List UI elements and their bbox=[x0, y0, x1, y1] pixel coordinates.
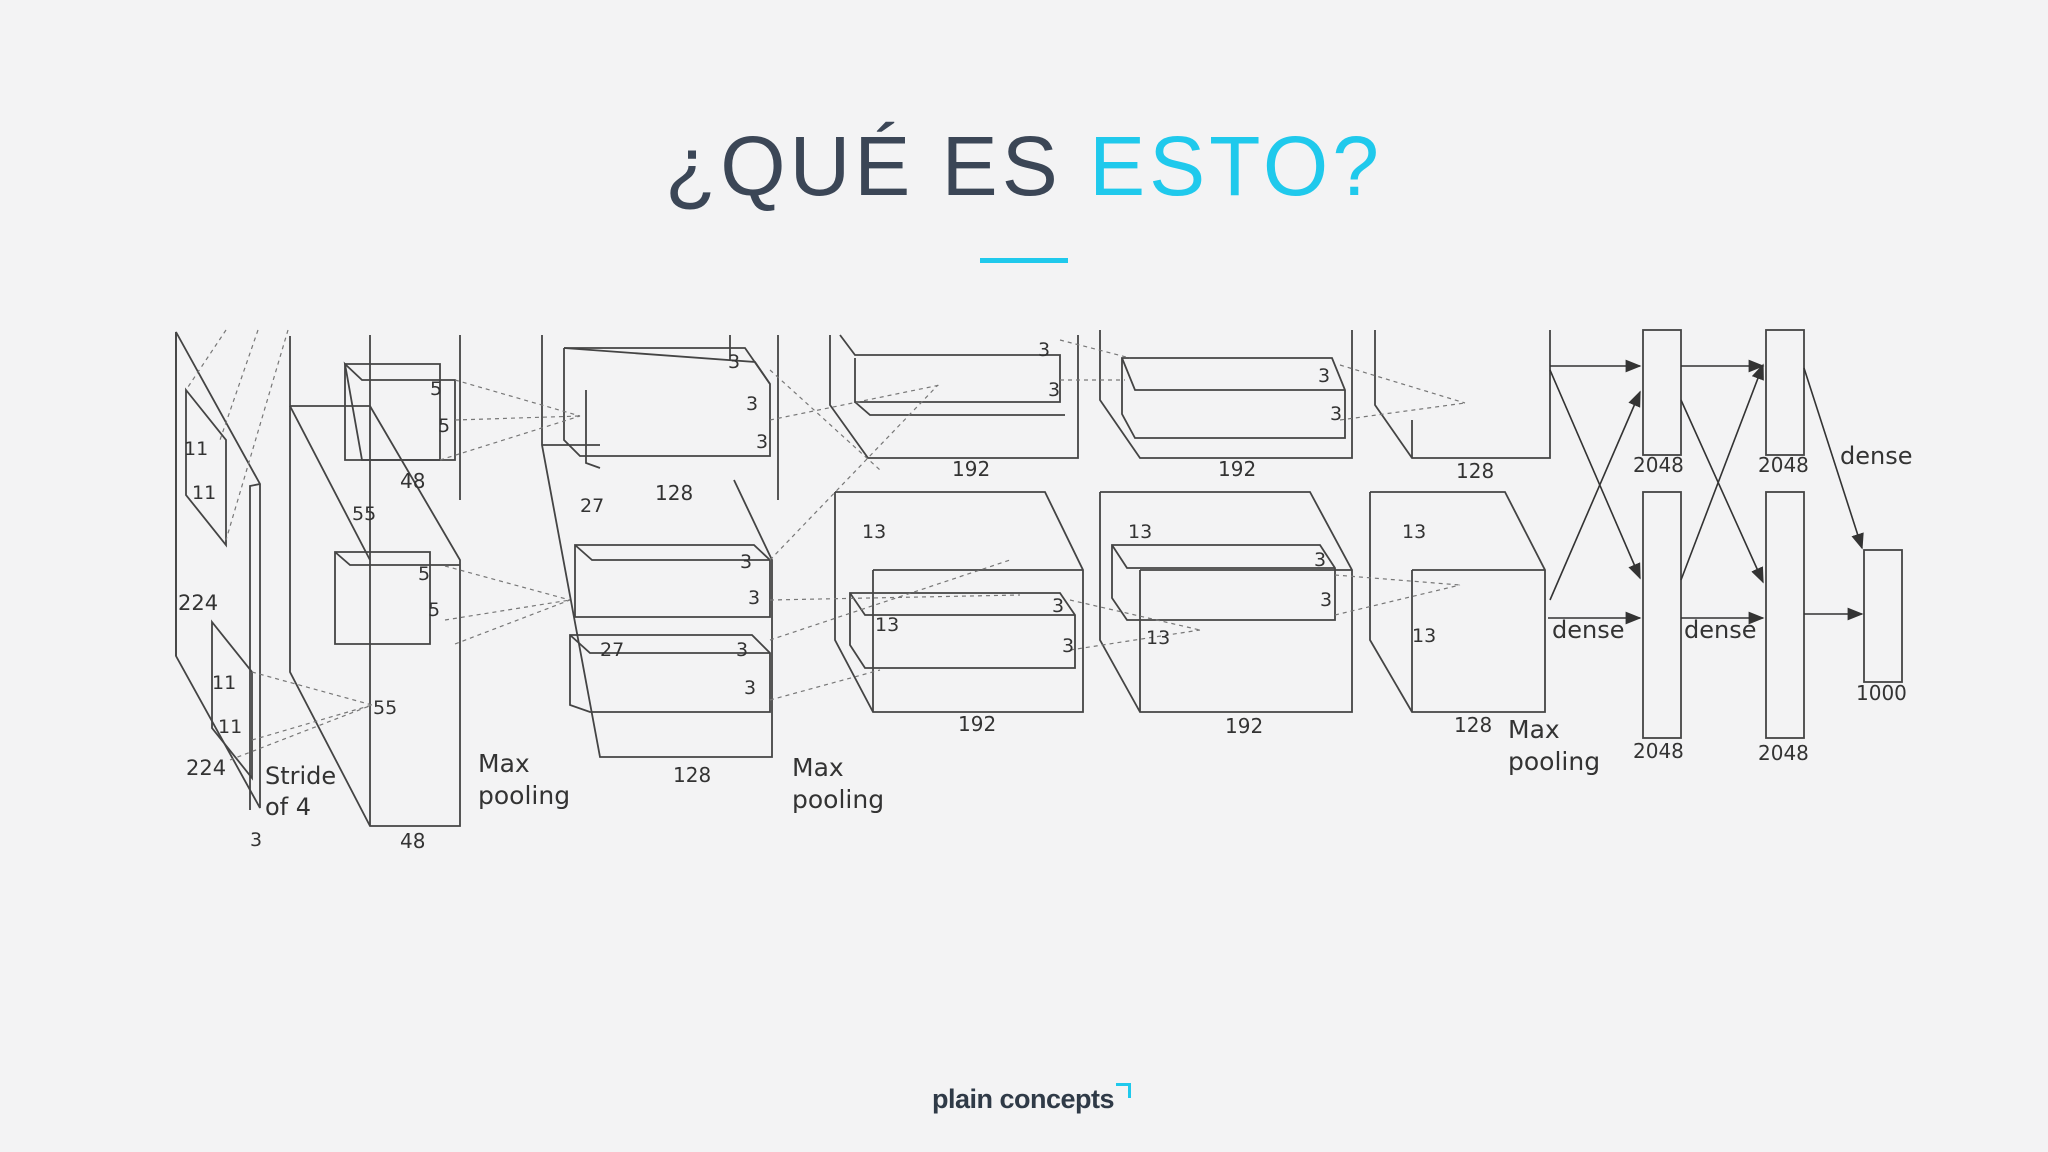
kernel-label: 3 bbox=[756, 431, 768, 453]
kernel-label: 11 bbox=[218, 716, 242, 738]
kernel-label: 3 bbox=[1052, 595, 1064, 617]
brand-logo: plain concepts bbox=[932, 1083, 1132, 1115]
stride-label-2: of 4 bbox=[265, 793, 311, 821]
input-volume bbox=[175, 331, 261, 810]
conv4-side-top: 13 bbox=[1128, 521, 1152, 543]
dense-arrows bbox=[1548, 359, 1864, 625]
dense-label: dense bbox=[1840, 442, 1912, 470]
kernel-label: 5 bbox=[430, 378, 442, 400]
input-size-label-2: 224 bbox=[186, 756, 226, 780]
conv1-depth-top: 48 bbox=[400, 469, 425, 493]
conv4-depth-top: 192 bbox=[1218, 457, 1256, 481]
kernel-label: 5 bbox=[418, 563, 430, 585]
conv2-volume bbox=[541, 335, 779, 758]
conv1-side-label-2: 55 bbox=[373, 697, 397, 719]
kernel-label: 3 bbox=[1314, 549, 1326, 571]
title-underline bbox=[980, 258, 1068, 263]
dense-label: dense bbox=[1552, 616, 1624, 644]
title-part-2-highlight: ESTO? bbox=[1089, 119, 1383, 213]
conv5-volume bbox=[1369, 330, 1551, 713]
fc1-bottom-label: 2048 bbox=[1633, 739, 1684, 763]
conv2-side-label: 27 bbox=[580, 495, 604, 517]
fc2-top-label: 2048 bbox=[1758, 453, 1809, 477]
conv3-volume bbox=[829, 334, 1084, 713]
conv5-depth-top: 128 bbox=[1456, 459, 1494, 483]
kernel-label: 3 bbox=[728, 351, 740, 373]
conv1-volume bbox=[289, 335, 461, 827]
conv2-depth-top: 128 bbox=[655, 481, 693, 505]
kernel-label: 5 bbox=[438, 415, 450, 437]
kernel-label: 3 bbox=[746, 393, 758, 415]
conv3-side-mid: 13 bbox=[875, 614, 899, 636]
conv3-depth-bottom: 192 bbox=[958, 712, 996, 736]
pool1-label: Max bbox=[478, 749, 530, 778]
conv4-depth-bottom: 192 bbox=[1225, 714, 1263, 738]
fc1-top-label: 2048 bbox=[1633, 453, 1684, 477]
dense-label: dense bbox=[1684, 616, 1756, 644]
conv3-depth-top: 192 bbox=[952, 457, 990, 481]
kernel-label: 3 bbox=[1330, 403, 1342, 425]
pool2-label-2: pooling bbox=[792, 785, 884, 814]
pool2-label: Max bbox=[792, 753, 844, 782]
conv5-side-mid: 13 bbox=[1412, 625, 1436, 647]
kernel-label: 3 bbox=[1320, 589, 1332, 611]
kernel-label: 3 bbox=[736, 639, 748, 661]
slide-title: ¿QUÉ ES ESTO? bbox=[0, 118, 2048, 215]
kernel-label: 3 bbox=[1062, 635, 1074, 657]
conv2-side-label-2: 27 bbox=[600, 639, 624, 661]
conv5-depth-bottom: 128 bbox=[1454, 713, 1492, 737]
conv3-side-top: 13 bbox=[862, 521, 886, 543]
kernel-label: 11 bbox=[212, 672, 236, 694]
conv4-side-mid: 13 bbox=[1146, 627, 1170, 649]
fc2-bottom-label: 2048 bbox=[1758, 741, 1809, 765]
conv2-depth-bottom: 128 bbox=[673, 763, 711, 787]
pool3-label: Max bbox=[1508, 715, 1560, 744]
pool1-label-2: pooling bbox=[478, 781, 570, 810]
conv1-depth-bottom: 48 bbox=[400, 829, 425, 853]
input-size-label: 224 bbox=[178, 591, 218, 615]
kernel-label: 3 bbox=[744, 677, 756, 699]
kernel-label: 3 bbox=[1048, 379, 1060, 401]
kernel-label: 5 bbox=[428, 599, 440, 621]
title-part-1: ¿QUÉ ES bbox=[665, 119, 1090, 213]
stride-label: Stride bbox=[265, 762, 336, 790]
connection-lines bbox=[185, 329, 1466, 761]
output-label: 1000 bbox=[1856, 681, 1907, 705]
pool3-label-2: pooling bbox=[1508, 747, 1600, 776]
kernel-label: 3 bbox=[1038, 339, 1050, 361]
kernel-label: 3 bbox=[740, 551, 752, 573]
conv4-volume bbox=[1099, 330, 1353, 713]
kernel-label: 11 bbox=[184, 438, 208, 460]
kernel-label: 3 bbox=[748, 587, 760, 609]
logo-corner-icon bbox=[1116, 1083, 1132, 1098]
logo-text: plain concepts bbox=[932, 1084, 1115, 1114]
kernel-label: 11 bbox=[192, 482, 216, 504]
input-channels-label: 3 bbox=[250, 829, 262, 851]
conv1-side-label: 55 bbox=[352, 503, 376, 525]
kernel-label: 3 bbox=[1318, 365, 1330, 387]
dense-layers bbox=[1642, 329, 1903, 739]
conv5-side-top: 13 bbox=[1402, 521, 1426, 543]
